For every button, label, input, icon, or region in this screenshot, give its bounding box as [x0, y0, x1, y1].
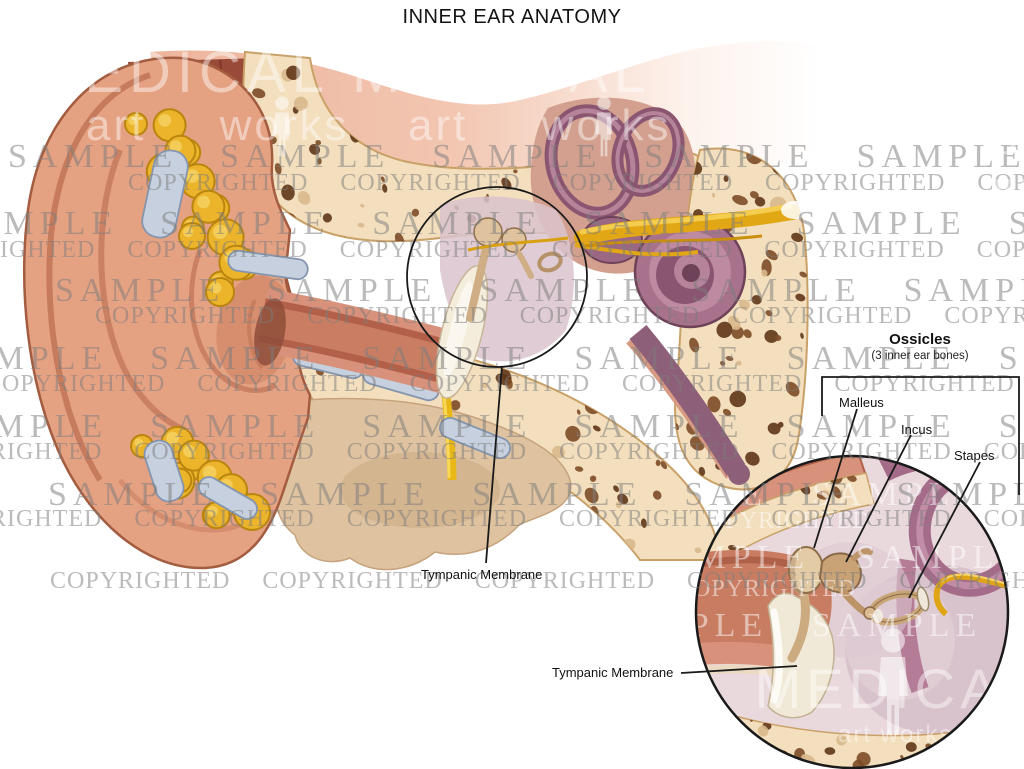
- inset-tympanic-membrane: [767, 592, 835, 719]
- label-tympanic-membrane-main: Tympanic Membrane: [421, 567, 543, 582]
- eustachian-tube: [626, 324, 750, 485]
- label-tympanic-membrane-inset: Tympanic Membrane: [552, 665, 674, 680]
- label-malleus: Malleus: [839, 395, 884, 410]
- svg-text:art works: art works: [838, 721, 953, 748]
- inset-stapes: [863, 586, 930, 626]
- person-icon: [878, 628, 908, 735]
- svg-text:COPYRIGHTED: COPYRIGHTED: [676, 576, 856, 602]
- ossicles-subheading: (3 inner ear bones): [871, 350, 969, 362]
- svg-text:COPYRIGHTED: COPYRIGHTED: [690, 508, 870, 534]
- label-incus: Incus: [901, 422, 933, 437]
- cochlea: [633, 215, 747, 329]
- vestibulocochlear-nerve: [574, 201, 809, 257]
- malleus-art: [473, 217, 503, 247]
- svg-text:SAMPLE: SAMPLE: [598, 607, 768, 644]
- brand-watermark-inset: L MEDICAL: [700, 657, 1024, 720]
- label-stapes: Stapes: [954, 448, 995, 463]
- inset-malleus: [787, 546, 824, 663]
- page-title: INNER EAR ANATOMY: [402, 6, 622, 28]
- ossicles-heading: Ossicles: [889, 331, 951, 348]
- incus-art: [501, 227, 527, 253]
- svg-text:SAMPLE: SAMPLE: [640, 539, 810, 576]
